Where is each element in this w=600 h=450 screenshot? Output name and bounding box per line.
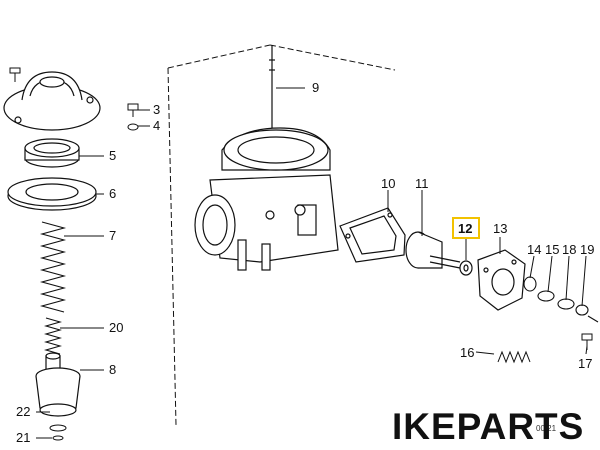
callout-17: 17 <box>578 356 592 371</box>
part-11 <box>405 231 461 269</box>
spring-7 <box>39 221 67 313</box>
frame-lines <box>167 44 396 426</box>
callout-6: 6 <box>109 186 116 201</box>
callout-20: 20 <box>109 320 123 335</box>
callout-14: 14 <box>527 242 541 257</box>
callout-8: 8 <box>109 362 116 377</box>
callout-15: 15 <box>545 242 559 257</box>
small-parts <box>523 276 599 323</box>
callout-5: 5 <box>109 148 116 163</box>
screw-3 <box>127 103 139 131</box>
cover-13 <box>477 249 526 311</box>
spring-16 <box>497 350 531 364</box>
callout-7: 7 <box>109 228 116 243</box>
diaphragm-cap <box>3 71 101 131</box>
image-code: 00 21 <box>536 424 557 433</box>
callout-12-highlight <box>452 217 480 239</box>
callout-18: 18 <box>562 242 576 257</box>
callout-21: 21 <box>16 430 30 445</box>
ring-6 <box>7 177 97 211</box>
callout-13: 13 <box>493 221 507 236</box>
needle-9 <box>269 45 275 140</box>
callout-9: 9 <box>312 80 319 95</box>
callout-3: 3 <box>153 102 160 117</box>
washer-12 <box>459 260 473 276</box>
callout-19: 19 <box>580 242 594 257</box>
leader-lines <box>36 87 588 439</box>
piston-8 <box>35 352 81 417</box>
callout-10: 10 <box>381 176 395 191</box>
callout-22: 22 <box>16 404 30 419</box>
spring-20 <box>43 317 63 355</box>
ring-5 <box>24 138 80 168</box>
screw-top-left <box>9 67 21 82</box>
gasket-10 <box>339 207 406 263</box>
callout-16: 16 <box>460 345 474 360</box>
watermark-text: IKEPARTS <box>392 406 585 447</box>
washer-21 <box>49 424 67 441</box>
carburetor-body <box>194 127 339 271</box>
callout-11: 11 <box>415 176 429 191</box>
callout-12: 12 <box>458 221 472 236</box>
callout-4: 4 <box>153 118 160 133</box>
